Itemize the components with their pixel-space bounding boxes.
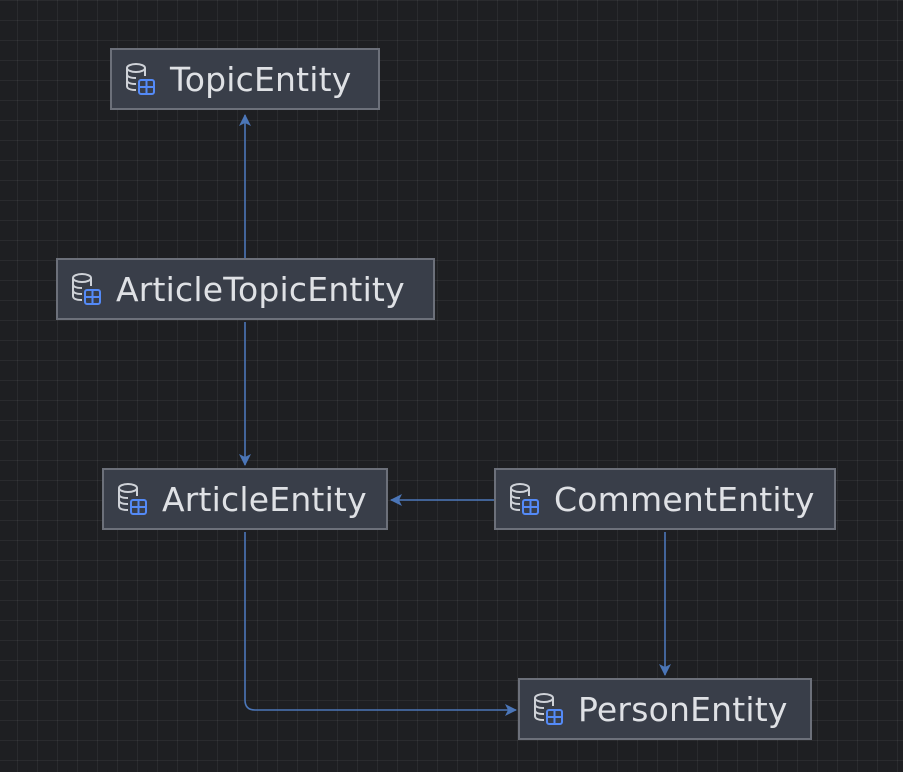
database-table-icon xyxy=(534,693,563,725)
node-label: ArticleEntity xyxy=(162,479,367,519)
database-table-icon xyxy=(510,483,539,515)
database-table-icon xyxy=(126,63,155,95)
edge-article-to-person[interactable] xyxy=(244,532,517,716)
node-label: PersonEntity xyxy=(578,689,788,729)
node-person-entity[interactable]: PersonEntity xyxy=(518,678,812,740)
node-label: CommentEntity xyxy=(554,479,815,519)
node-label: TopicEntity xyxy=(170,59,352,99)
node-article-entity[interactable]: ArticleEntity xyxy=(102,468,388,530)
node-article-topic-entity[interactable]: ArticleTopicEntity xyxy=(56,258,435,320)
node-label: ArticleTopicEntity xyxy=(116,269,405,309)
node-comment-entity[interactable]: CommentEntity xyxy=(494,468,836,530)
node-topic-entity[interactable]: TopicEntity xyxy=(110,48,380,110)
database-table-icon xyxy=(72,273,101,305)
database-table-icon xyxy=(118,483,147,515)
